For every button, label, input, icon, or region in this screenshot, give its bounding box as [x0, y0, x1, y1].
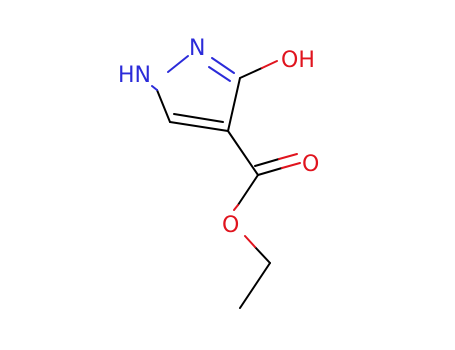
bond-carboxyl-oester: [237, 174, 259, 206]
bond-co-black-a: [257, 167, 283, 176]
bond-oester-ch2-black: [254, 246, 271, 264]
bond-c4-c5-inner: [173, 113, 224, 123]
bond-c4-c3: [227, 77, 241, 132]
oxygen-bonds: [233, 60, 301, 248]
atom-nh-label: HN: [118, 63, 151, 88]
bond-co-black-b: [254, 158, 280, 167]
bond-c5-c4: [169, 121, 229, 132]
bond-c3-oh-red: [261, 60, 278, 69]
bond-c4-carboxyl: [227, 130, 259, 176]
atom-oh-label: OH: [281, 48, 315, 73]
atom-n-label: N: [189, 36, 205, 61]
bond-ch2-ch3: [239, 262, 271, 309]
bond-c3-oh-black: [239, 67, 263, 79]
bond-n-c3: [211, 57, 235, 74]
bond-ring-nh-c5: [156, 89, 171, 123]
bond-co-red-b: [278, 153, 298, 160]
atom-o-ester-label: O: [222, 213, 239, 238]
bond-n-n: [167, 55, 189, 73]
nitrogen-bonds: [151, 55, 235, 91]
bond-co-red-a: [281, 162, 301, 169]
bonds: [156, 67, 283, 309]
bond-n-c3-inner: [208, 66, 231, 82]
bond-oester-ch2-red: [244, 235, 256, 248]
atom-o-carbonyl-label: O: [302, 152, 319, 177]
bond-carboxyl-oester-red: [233, 204, 239, 211]
bond-nh-c5-blue: [151, 85, 158, 91]
